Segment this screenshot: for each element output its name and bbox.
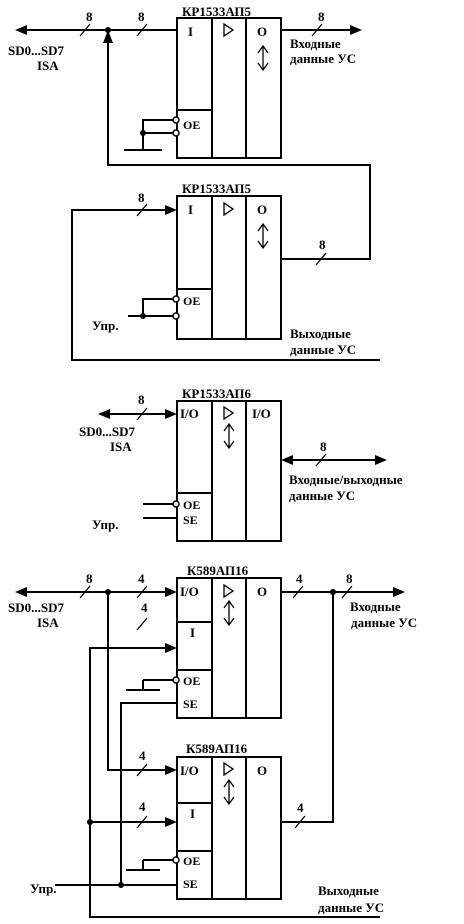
pin-io-label: I/O — [180, 584, 199, 599]
isa-label: ISA — [37, 615, 59, 630]
chip-title-ap16-top: К589АП16 — [187, 563, 249, 578]
chip-title-ap6: КР1533АП6 — [182, 386, 252, 401]
control-label: Упр. — [92, 517, 118, 532]
pin-i-label: I — [190, 806, 195, 821]
pin-i-label: I — [188, 24, 193, 39]
pin-oe-label: OE — [183, 294, 200, 308]
input-data-label-l1: Входные — [290, 36, 341, 51]
bus-width-label: 8 — [86, 9, 93, 24]
chip-box-ap5-top — [176, 17, 282, 159]
control-label: Упр. — [30, 881, 56, 896]
buffer-triangle-icon — [223, 761, 235, 777]
section-ap5-top: КР1533АП5 I O OE 8 8 SD0...SD7 ISA — [8, 4, 362, 159]
chip-box-ap5-bottom — [176, 195, 282, 340]
section-ap5-bottom: КР1533АП5 I O OE Упр. 8 8 Выходные данны… — [71, 181, 380, 361]
arrow-right-icon — [165, 587, 177, 597]
pin-io-label: I/O — [180, 406, 199, 421]
arrow-left-icon — [15, 25, 27, 35]
pin-se-label: SE — [183, 697, 198, 711]
input-data-label-l2: данные УС — [351, 615, 417, 630]
pin-io-label: I/O — [180, 763, 199, 778]
buffer-triangle-icon — [223, 201, 235, 217]
buffer-triangle-icon — [223, 405, 235, 421]
output-data-label-l2: данные УС — [318, 900, 384, 915]
input-data-label-l2: данные УС — [290, 51, 356, 66]
section-ap6: КР1533АП6 I/O I/O OE SE Упр. 8 SD0...SD7… — [79, 386, 403, 542]
arrow-left-icon — [15, 587, 27, 597]
output-data-label-l1: Выходные — [318, 883, 379, 898]
section-ap16: К589АП16 I/O I O OE SE 8 4 SD0...SD7 ISA… — [8, 563, 417, 918]
pin-oe-label: OE — [183, 498, 200, 512]
bidirectional-arrow-icon — [223, 599, 235, 627]
pin-se-label: SE — [183, 877, 198, 891]
output-data-label-l1: Выходные — [290, 326, 351, 341]
pin-o-label: O — [257, 202, 267, 217]
io-data-label-l1: Входные/выходные — [289, 472, 403, 487]
bidirectional-arrow-icon — [223, 422, 235, 450]
bus-width-label: 4 — [139, 748, 146, 763]
pin-se-label: SE — [183, 513, 198, 527]
chip-title-ap16-bottom: К589АП16 — [186, 741, 248, 756]
pin-i-label: I — [188, 202, 193, 217]
pin-oe-label: OE — [183, 674, 200, 688]
chip-title-ap5-top: КР1533АП5 — [182, 4, 252, 19]
output-data-label-l2: данные УС — [290, 342, 356, 357]
arrow-right-icon — [350, 25, 362, 35]
sd-bus-label: SD0...SD7 — [79, 424, 135, 439]
input-data-label-l1: Входные — [350, 599, 401, 614]
arrow-right-icon — [165, 765, 177, 775]
bus-width-label: 8 — [346, 571, 353, 586]
arrow-up-icon — [103, 30, 113, 43]
bus-width-label: 8 — [318, 9, 325, 24]
bus-width-label: 8 — [138, 190, 145, 205]
bus-width-label: 4 — [138, 571, 145, 586]
bus-width-label: 8 — [138, 9, 145, 24]
buffer-triangle-icon — [223, 583, 235, 599]
pin-io-label: I/O — [252, 406, 271, 421]
bus-width-label: 4 — [297, 800, 304, 815]
pin-i-label: I — [190, 625, 195, 640]
bus-width-label: 8 — [320, 439, 327, 454]
arrow-left-icon — [98, 409, 110, 419]
bus-width-label: 4 — [141, 600, 148, 615]
bus-width-label: 8 — [319, 237, 326, 252]
bus-width-label: 4 — [296, 571, 303, 586]
bus-width-label: 4 — [139, 799, 146, 814]
sd-bus-label: SD0...SD7 — [8, 43, 64, 58]
pin-o-label: O — [257, 24, 267, 39]
arrow-left-icon — [281, 455, 293, 465]
arrow-right-icon — [165, 409, 177, 419]
arrow-right-icon — [375, 455, 387, 465]
arrow-right-icon — [165, 817, 177, 827]
bidirectional-arrow-icon — [257, 222, 269, 250]
isa-label: ISA — [110, 439, 132, 454]
pin-o-label: O — [257, 763, 267, 778]
bus-width-label: 8 — [138, 392, 145, 407]
chip-title-ap5-bottom: КР1533АП5 — [182, 181, 252, 196]
pin-oe-label: OE — [183, 854, 200, 868]
bus-width-label: 8 — [86, 571, 93, 586]
bidirectional-arrow-icon — [257, 44, 269, 72]
pin-o-label: O — [257, 584, 267, 599]
arrow-right-icon — [165, 205, 177, 215]
buffer-triangle-icon — [223, 22, 235, 38]
io-data-label-l2: данные УС — [289, 488, 355, 503]
isa-label: ISA — [37, 58, 59, 73]
chip-box-ap16-top — [176, 577, 282, 719]
control-label: Упр. — [92, 318, 118, 333]
arrow-right-icon — [165, 643, 177, 653]
pin-oe-label: OE — [183, 118, 200, 132]
arrow-right-icon — [393, 587, 405, 597]
sd-bus-label: SD0...SD7 — [8, 600, 64, 615]
bidirectional-arrow-icon — [223, 778, 235, 806]
